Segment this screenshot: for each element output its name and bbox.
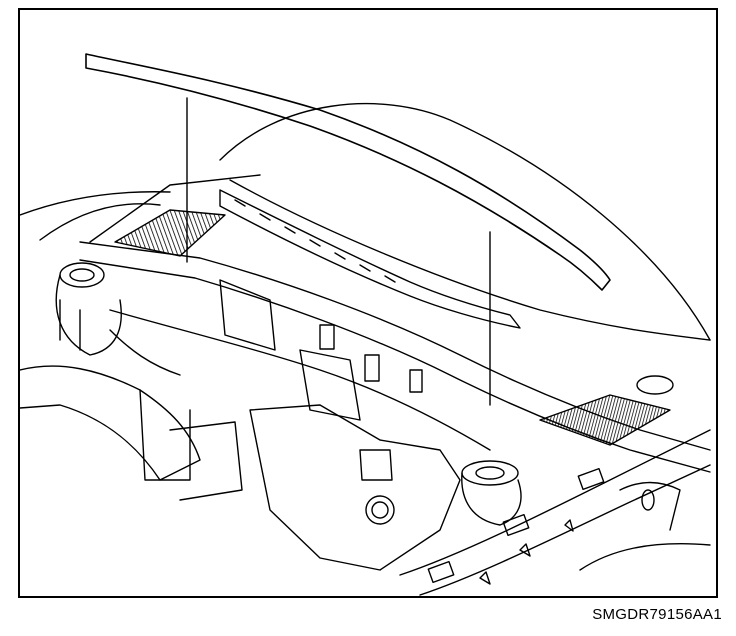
right-strut-tower bbox=[461, 460, 519, 486]
windshield-lower-edge bbox=[229, 179, 711, 341]
weatherstrip-seal bbox=[85, 53, 611, 291]
diagram-frame bbox=[18, 8, 718, 598]
figure-code: SMGDR79156AA1 bbox=[592, 606, 722, 623]
cowl-panel-illustration bbox=[20, 53, 711, 596]
dash-panel bbox=[249, 404, 461, 571]
cowl-grille bbox=[219, 189, 521, 329]
left-strut-tower bbox=[59, 262, 105, 288]
windshield-outline bbox=[219, 102, 711, 341]
